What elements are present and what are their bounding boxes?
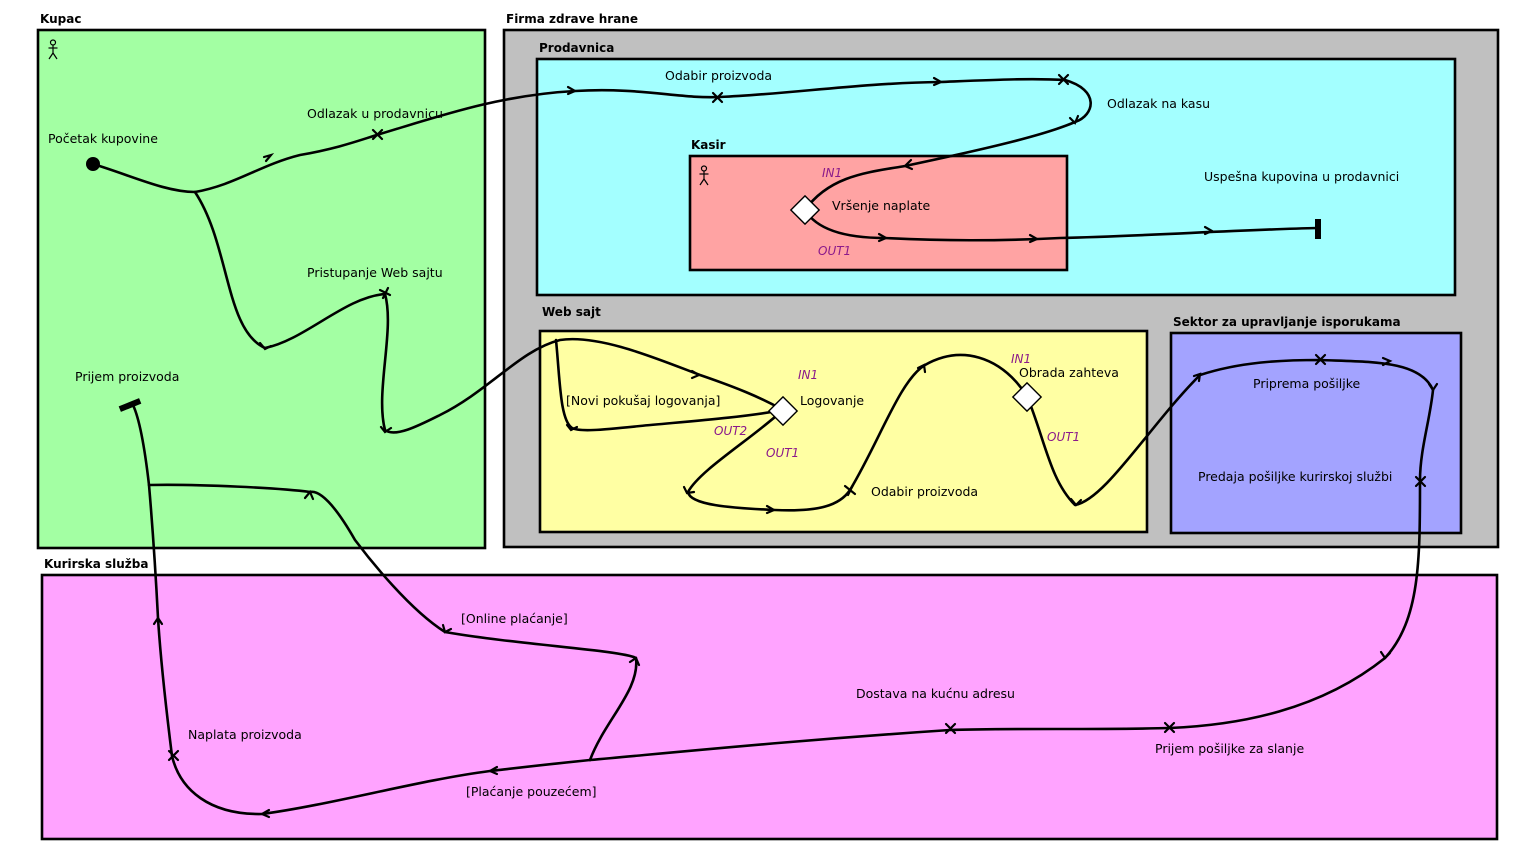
end-node-prodavnica — [1315, 219, 1321, 239]
step-dostava: Dostava na kućnu adresu — [856, 686, 1015, 701]
arrow-marker — [303, 489, 315, 501]
lane-kupac — [36, 28, 487, 550]
port-obrada-out: OUT1 — [1047, 430, 1080, 444]
arrow-marker — [487, 765, 499, 776]
lane-title-prodavnica: Prodavnica — [539, 41, 614, 55]
step-odabir-web: Odabir proizvoda — [871, 484, 978, 499]
lane-title-kasir: Kasir — [691, 138, 726, 152]
arrow-marker — [441, 623, 453, 634]
x-marker — [1057, 73, 1070, 86]
x-marker — [843, 483, 857, 497]
arrow-marker — [1028, 233, 1040, 244]
start-node — [86, 157, 100, 171]
x-marker — [1163, 721, 1176, 734]
flow-markers — [152, 73, 1439, 819]
arrow-marker — [259, 808, 271, 819]
arrow-marker — [690, 369, 702, 380]
x-marker — [167, 749, 180, 762]
step-pristupanje-web: Pristupanje Web sajtu — [307, 265, 443, 280]
arrow-marker — [1192, 372, 1202, 383]
step-odabir-prodavnica: Odabir proizvoda — [665, 68, 772, 83]
step-online-placanje: [Online plaćanje] — [461, 611, 568, 626]
step-prijem-posiljke: Prijem pošiljke za slanje — [1155, 741, 1304, 756]
flow-pouzecem — [131, 403, 592, 816]
lane-title-web-sajt: Web sajt — [542, 305, 601, 319]
decision-vrsenje-naplate — [789, 194, 821, 226]
x-marker — [371, 128, 384, 141]
x-marker — [711, 91, 724, 104]
port-log-out2: OUT2 — [714, 424, 747, 438]
step-predaja-posiljke: Predaja pošiljke kurirskoj službi — [1198, 469, 1392, 484]
arrow-marker — [1068, 114, 1080, 125]
step-uspesna-kupovina: Uspešna kupovina u prodavnici — [1204, 169, 1399, 184]
actor-kupac-icon — [48, 39, 58, 60]
lane-title-kupac: Kupac — [40, 12, 81, 26]
arrow-marker — [1379, 650, 1392, 660]
arrow-marker — [628, 656, 641, 667]
lane-kasir — [688, 154, 1069, 272]
port-kasir-in: IN1 — [822, 166, 842, 180]
arrow-marker — [877, 232, 889, 243]
actor-kasir-icon — [699, 165, 709, 186]
arrow-marker — [1203, 225, 1215, 236]
step-logovanje: Logovanje — [800, 393, 864, 408]
arrow-marker — [765, 504, 777, 515]
x-marker — [944, 722, 957, 735]
arrow-marker — [903, 158, 914, 171]
step-priprema-posiljke: Priprema pošiljke — [1253, 376, 1361, 391]
step-vrsenje-naplate: Vršenje naplate — [832, 198, 931, 213]
arrow-marker — [932, 76, 944, 87]
lane-kurirska — [40, 573, 1499, 841]
step-pocetak-kupovine: Početak kupovine — [48, 131, 158, 146]
arrow-marker — [262, 152, 275, 163]
lane-title-firma: Firma zdrave hrane — [506, 12, 638, 26]
arrow-marker — [152, 616, 164, 626]
flow-online — [147, 483, 638, 762]
flow-to-store — [193, 77, 1092, 212]
arrow-marker — [1069, 497, 1083, 507]
step-novi-pokusaj: [Novi pokušaj logovanja] — [566, 393, 720, 408]
lane-title-kurirska: Kurirska služba — [44, 557, 148, 571]
arrow-marker — [258, 341, 273, 351]
arrow-marker — [916, 363, 927, 374]
lane-title-sektor: Sektor za upravljanje isporukama — [1173, 315, 1401, 329]
flow-obrada-sektor — [588, 358, 1435, 762]
step-odlazak-prodavnica: Odlazak u prodavnicu — [307, 106, 443, 121]
step-odlazak-kasa: Odlazak na kasu — [1107, 96, 1210, 111]
lane-sektor — [1169, 331, 1463, 535]
end-node-prijem — [118, 398, 142, 412]
arrow-marker — [1427, 382, 1439, 392]
step-obrada-zahteva: Obrada zahteva — [1019, 365, 1119, 380]
x-marker — [378, 286, 392, 300]
flow-start-split — [91, 162, 197, 194]
port-obrada-in: IN1 — [1011, 352, 1031, 366]
arrow-marker — [1381, 356, 1393, 367]
port-log-out1: OUT1 — [766, 446, 799, 460]
port-log-in: IN1 — [798, 368, 818, 382]
flow-retry — [554, 338, 785, 432]
arrow-marker — [379, 425, 393, 434]
flow-login-odabir — [686, 408, 852, 512]
step-naplata-proizvoda: Naplata proizvoda — [188, 727, 302, 742]
port-kasir-out: OUT1 — [818, 244, 851, 258]
decision-logovanje — [767, 395, 799, 427]
x-marker — [1414, 475, 1427, 488]
step-prijem-proizvoda: Prijem proizvoda — [75, 369, 179, 384]
flow-kasir-end — [803, 208, 1320, 242]
arrow-marker — [565, 423, 579, 432]
arrow-marker — [566, 85, 578, 96]
x-marker — [1314, 353, 1327, 366]
arrow-marker — [682, 485, 696, 495]
decision-obrada-zahteva — [1011, 381, 1043, 413]
step-placanje-pouzecem: [Plaćanje pouzećem] — [466, 784, 597, 799]
